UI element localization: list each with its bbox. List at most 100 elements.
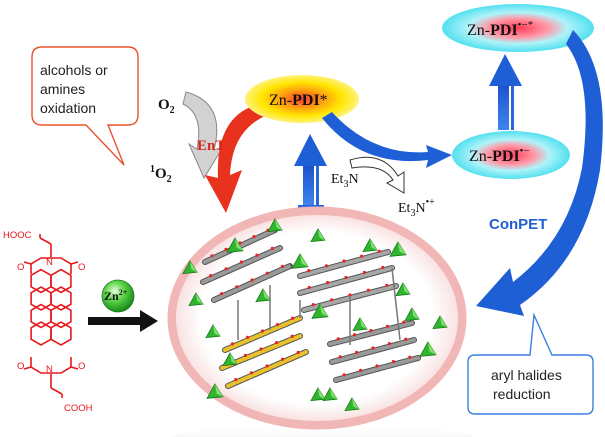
conpet-arrow — [476, 30, 603, 316]
oxygen-atom — [362, 270, 366, 275]
zn-ion-sphere: Zn2+ — [101, 279, 135, 313]
aromatic-ring — [50, 303, 72, 329]
aromatic-ring — [30, 286, 52, 311]
oxygen-atom — [280, 264, 284, 268]
oxygen-atom — [371, 346, 375, 350]
oxygen-atom — [265, 271, 269, 275]
carbonyl-bond — [23, 261, 32, 265]
oxygen-atom — [307, 285, 311, 290]
pdi-linker — [223, 316, 302, 352]
aromatic-ring — [50, 321, 72, 346]
imide-ring-bottom — [30, 357, 72, 374]
oxygen-atom — [377, 249, 381, 253]
et3n-oxidation-arrow — [349, 156, 405, 194]
oxygen-atom — [270, 246, 274, 250]
carbonyl-o-2: O — [78, 262, 85, 273]
oxygen-atom — [281, 357, 285, 361]
zn-pdi-excited-text: Zn-PDI* — [269, 92, 328, 109]
mof-framework — [167, 206, 472, 437]
zn-node-highlight — [352, 398, 359, 410]
o2-label: O2 — [158, 97, 175, 116]
ent-label: EnT — [197, 138, 225, 154]
oxygen-atom — [338, 355, 342, 359]
oxygen-atom — [344, 275, 348, 280]
oxygen-atom — [342, 373, 346, 377]
aromatic-ring — [50, 286, 72, 311]
zn-node-highlight — [275, 219, 282, 231]
zn-node-highlight — [360, 318, 367, 330]
zn-pdi-excited-state: Zn-PDI* — [245, 75, 359, 123]
quench-arrow-blue — [322, 112, 452, 168]
carbonyl-o-1: O — [17, 262, 24, 273]
oxygen-atom — [311, 303, 315, 307]
oxygen-atom — [402, 320, 406, 324]
oxygen-atom — [369, 328, 373, 333]
zn-node-highlight — [215, 384, 223, 397]
zn-node-highlight — [230, 353, 237, 365]
oxygen-atom — [249, 371, 253, 375]
oxygen-atom — [296, 350, 300, 354]
oxygen-atom — [220, 292, 224, 296]
aromatic-ring — [50, 268, 72, 294]
oxidation-callout-line2: amines — [40, 81, 85, 97]
zn-node-highlight — [370, 239, 377, 251]
oxygen-atom — [230, 342, 235, 346]
oxidation-callout: alcohols or amines oxidation — [31, 46, 139, 166]
framework-link — [391, 267, 401, 341]
oxygen-atom — [336, 337, 340, 341]
oxygen-atom — [245, 335, 250, 339]
zn-node-highlight — [318, 388, 325, 400]
zn-node-highlight — [263, 289, 270, 301]
zn-node-highlight — [235, 238, 243, 251]
oxygen-atom — [391, 360, 395, 364]
pdi-linker — [212, 264, 292, 302]
imide-n-top: N — [46, 257, 53, 268]
oxidation-callout-line3: oxidation — [40, 100, 96, 116]
oxygen-atom — [381, 265, 385, 270]
zn-pdi-radical-anion-text: Zn-PDI•− — [469, 145, 530, 165]
oxygen-atom — [366, 288, 370, 292]
oxygen-atom — [324, 264, 328, 268]
oxygen-atom — [243, 353, 247, 357]
oxygen-atom — [259, 347, 263, 351]
aromatic-ring — [30, 268, 52, 294]
zn-node-highlight — [196, 293, 203, 305]
et3n-radical-cation-label: Et3N•+ — [398, 197, 435, 219]
zn-pdi-radical-anion-excited-state: Zn-PDI•−* — [442, 4, 594, 52]
oxygen-atom — [385, 283, 389, 287]
aromatic-ring — [30, 303, 52, 329]
pdi-linker — [226, 350, 308, 388]
oxygen-atom — [330, 298, 334, 302]
oxygen-atom — [375, 364, 379, 368]
zn-node-highlight — [320, 304, 328, 317]
oxygen-atom — [224, 247, 228, 251]
pdi-linker — [298, 250, 390, 278]
oxygen-atom — [360, 254, 364, 258]
radical-anion-excitation-arrow — [489, 54, 522, 130]
reduction-callout: aryl halides reduction — [467, 312, 594, 415]
zn-node-highlight — [403, 283, 410, 295]
oxidation-callout-line1: alcohols or — [40, 62, 108, 78]
oxygen-atom — [290, 334, 294, 338]
zn-pdi-radical-anion-excited-text: Zn-PDI•−* — [467, 19, 533, 39]
oxygen-atom — [209, 274, 213, 278]
oxygen-atom — [255, 253, 259, 257]
zn-pdi-radical-anion-state: Zn-PDI•− — [452, 131, 570, 179]
zn-node-highlight — [213, 325, 220, 337]
oxygen-atom — [210, 254, 214, 258]
aromatic-ring — [30, 321, 52, 346]
oxygen-atom — [385, 324, 389, 328]
oxygen-atom — [260, 329, 265, 333]
pdi-linker — [298, 266, 394, 295]
zn-node-highlight — [440, 316, 447, 328]
carbonyl-o-4: O — [78, 361, 85, 372]
conpet-label: ConPET — [489, 216, 547, 233]
mof-crystal-structure — [182, 218, 448, 412]
zn-node-highlight — [300, 254, 308, 267]
oxygen-atom — [265, 364, 269, 368]
oxygen-atom — [387, 342, 391, 346]
imide-n-bottom: N — [46, 364, 53, 375]
oxygen-atom — [234, 378, 238, 382]
